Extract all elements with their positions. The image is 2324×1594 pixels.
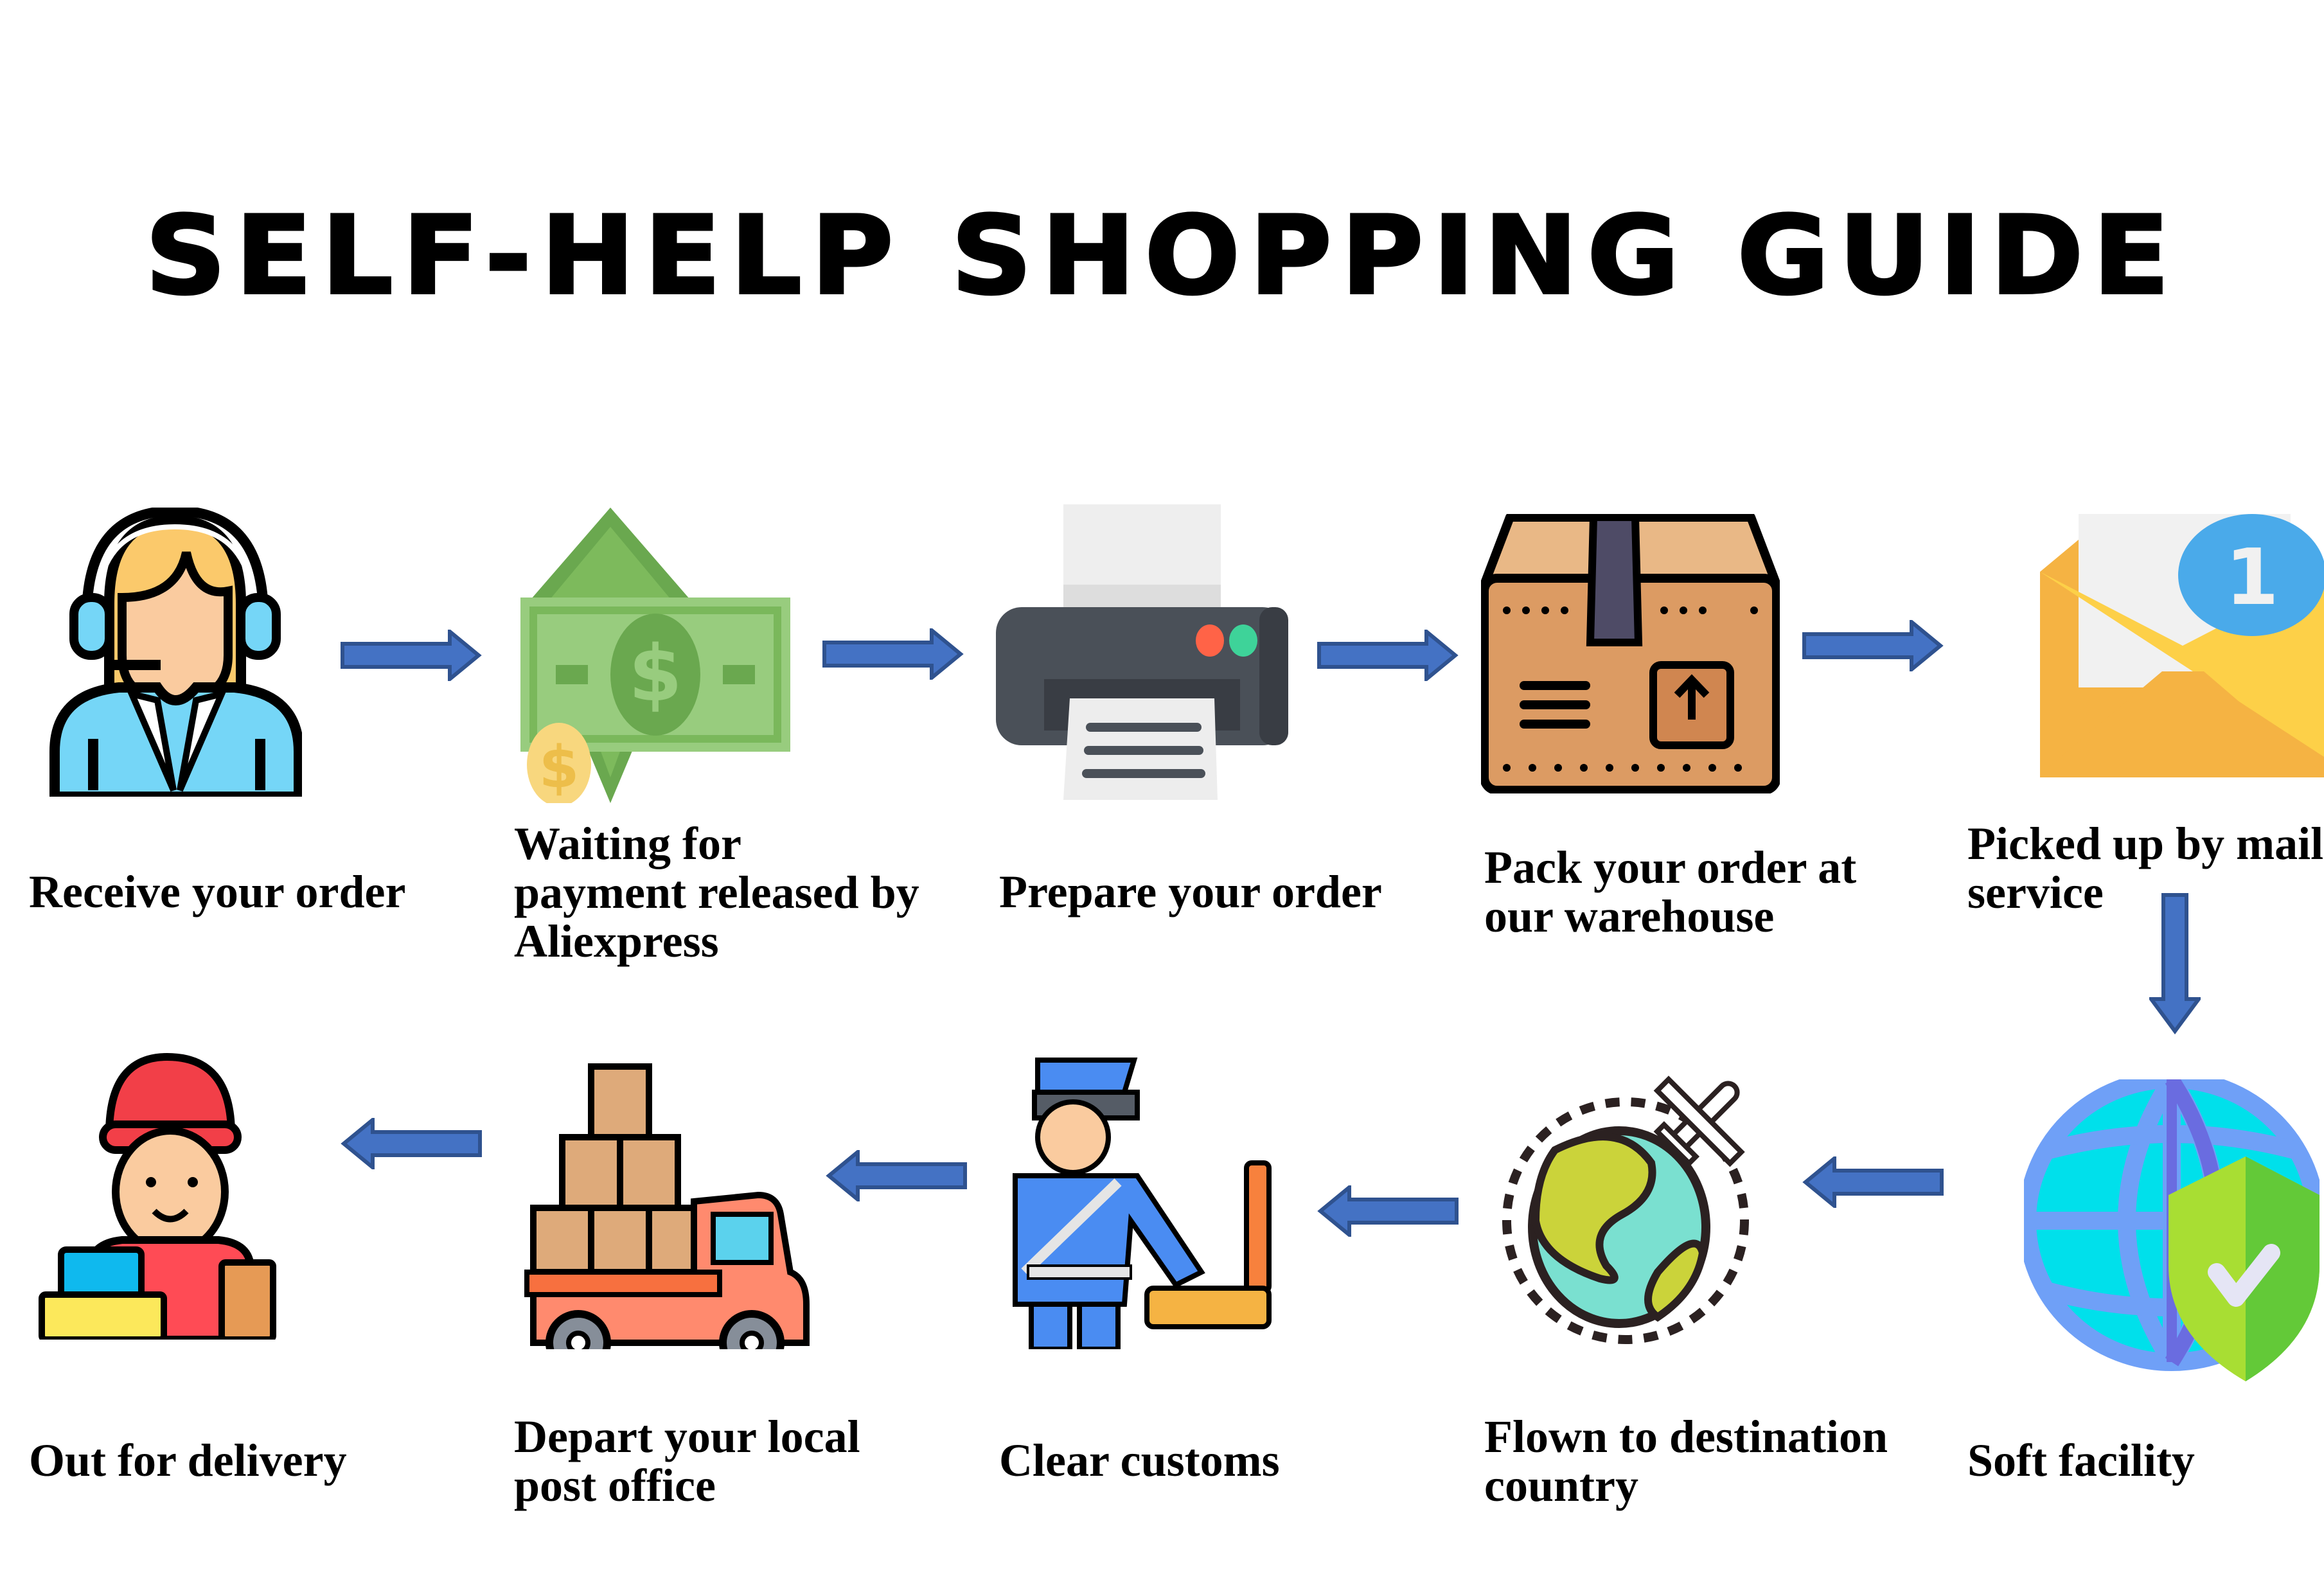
customer-service-agent-icon <box>49 508 302 797</box>
svg-text:$: $ <box>539 734 580 801</box>
step-label-picked-up: Picked up by mail service <box>1967 818 2324 918</box>
step-label-flown-destination: Flown to destination country <box>1484 1411 1888 1511</box>
delivery-man-icon <box>39 1052 276 1340</box>
arrow-right-1 <box>341 630 482 681</box>
step-label-receive-order: Receive your order <box>29 866 406 917</box>
step-label-pack-order: Pack your order at our warehouse <box>1484 842 1857 942</box>
step-label-waiting-payment: Waiting for payment released by Aliexpre… <box>514 818 919 967</box>
step-label-clear-customs: Clear customs <box>999 1435 1280 1486</box>
envelope-notification-icon: 1 <box>2040 514 2324 777</box>
delivery-truck-icon <box>524 1063 810 1349</box>
svg-text:$: $ <box>628 630 682 719</box>
cardboard-box-icon <box>1481 514 1780 793</box>
step-label-depart-post-office: Depart your local post office <box>514 1411 860 1511</box>
globe-airplane-icon <box>1502 1076 1749 1344</box>
arrow-left-2 <box>1317 1185 1459 1237</box>
page-title: SELF-HELP SHOPPING GUIDE <box>144 191 2179 320</box>
arrow-right-3 <box>1317 630 1459 681</box>
arrow-left-3 <box>826 1150 967 1201</box>
arrow-right-2 <box>822 628 964 680</box>
printer-icon <box>996 504 1288 800</box>
customs-officer-icon <box>1013 1058 1272 1349</box>
notification-badge-count: 1 <box>2225 533 2279 623</box>
notification-badge <box>2178 514 2324 636</box>
step-label-soft-facility: Soft facility <box>1967 1435 2195 1486</box>
arrow-left-4 <box>341 1118 482 1169</box>
secure-globe-icon <box>2024 1079 2320 1381</box>
arrow-left-1 <box>1802 1156 1944 1208</box>
step-label-prepare-order: Prepare your order <box>999 866 1382 917</box>
money-bill-icon: $ $ <box>520 508 790 803</box>
arrow-down <box>2149 893 2201 1034</box>
arrow-right-4 <box>1802 620 1944 671</box>
step-label-out-for-delivery: Out for delivery <box>29 1435 347 1486</box>
